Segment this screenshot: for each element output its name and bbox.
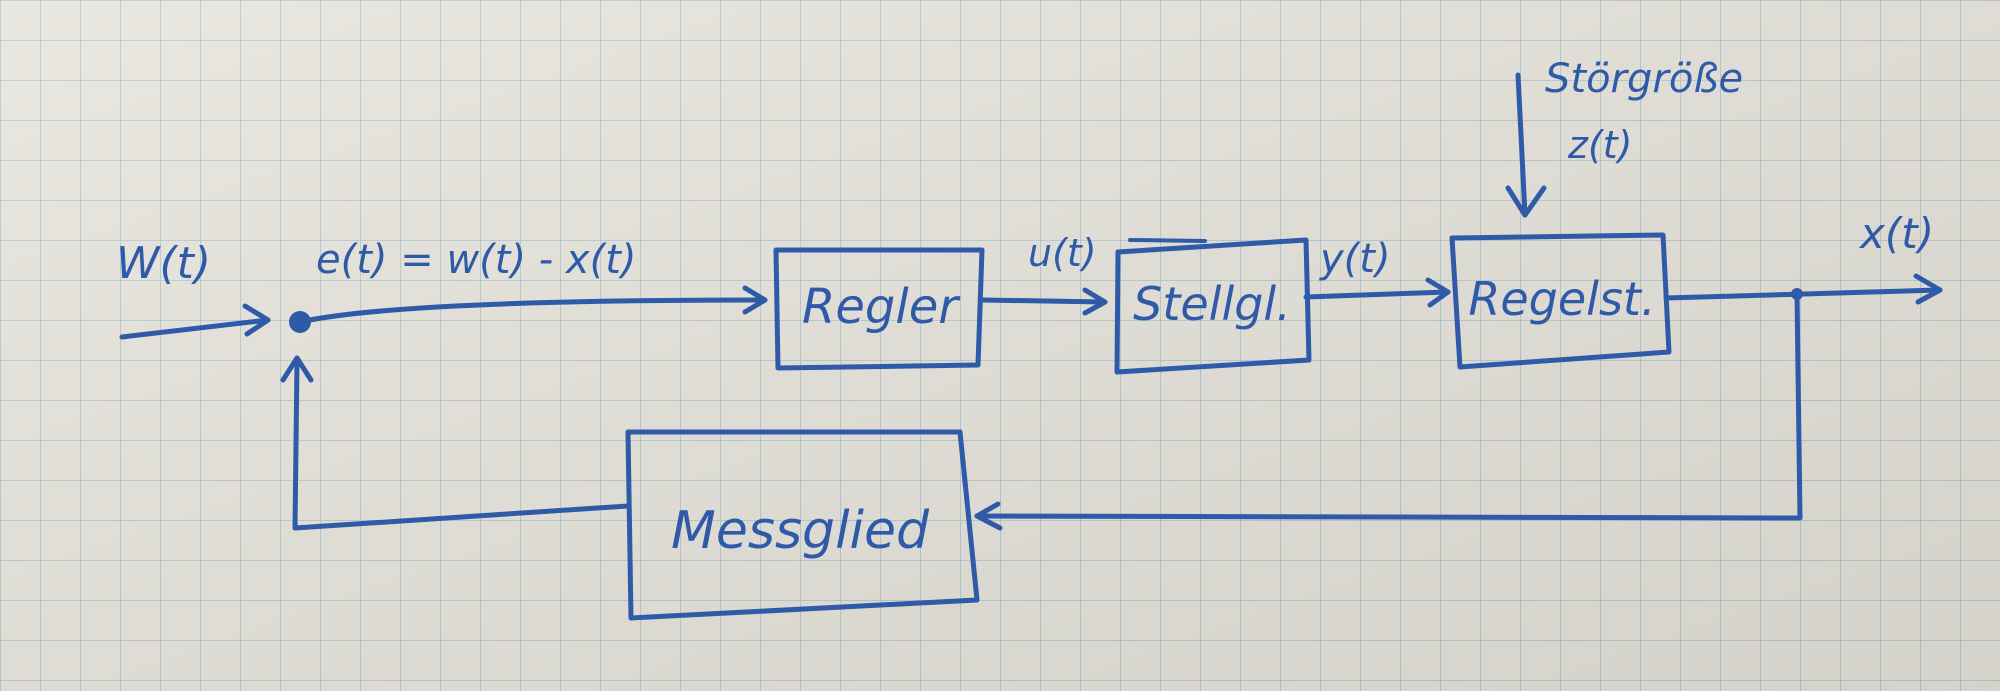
block-sensor-label: Messglied	[671, 501, 930, 561]
disturbance-arrow	[1505, 72, 1547, 218]
block-plant-label: Regelst.	[1468, 272, 1655, 326]
block-controller-label: Regler	[802, 279, 961, 335]
block-actuator: Stellgl.	[1114, 237, 1312, 375]
feedback-path	[280, 291, 1803, 531]
control-signal-overline	[1128, 238, 1207, 243]
output-signal-label: x(t)	[1858, 209, 1934, 258]
control-signal-arrow	[979, 287, 1108, 316]
control-signal-label: u(t)	[1028, 231, 1097, 275]
actuating-signal-arrow	[1303, 277, 1451, 308]
block-plant: Regelst.	[1449, 232, 1672, 370]
error-signal-label: e(t) = w(t) - x(t)	[316, 237, 637, 283]
disturbance-name-label: Störgröße	[1545, 56, 1743, 102]
block-controller: Regler	[773, 247, 985, 371]
disturbance-signal-label: z(t)	[1567, 123, 1633, 167]
reference-signal-label: W(t)	[116, 238, 211, 289]
block-sensor: Messglied	[625, 429, 980, 621]
block-actuator-label: Stellgl.	[1133, 277, 1291, 331]
input-arrow	[119, 303, 271, 340]
error-signal-arrow	[297, 285, 768, 325]
actuating-signal-label: y(t)	[1319, 236, 1391, 282]
